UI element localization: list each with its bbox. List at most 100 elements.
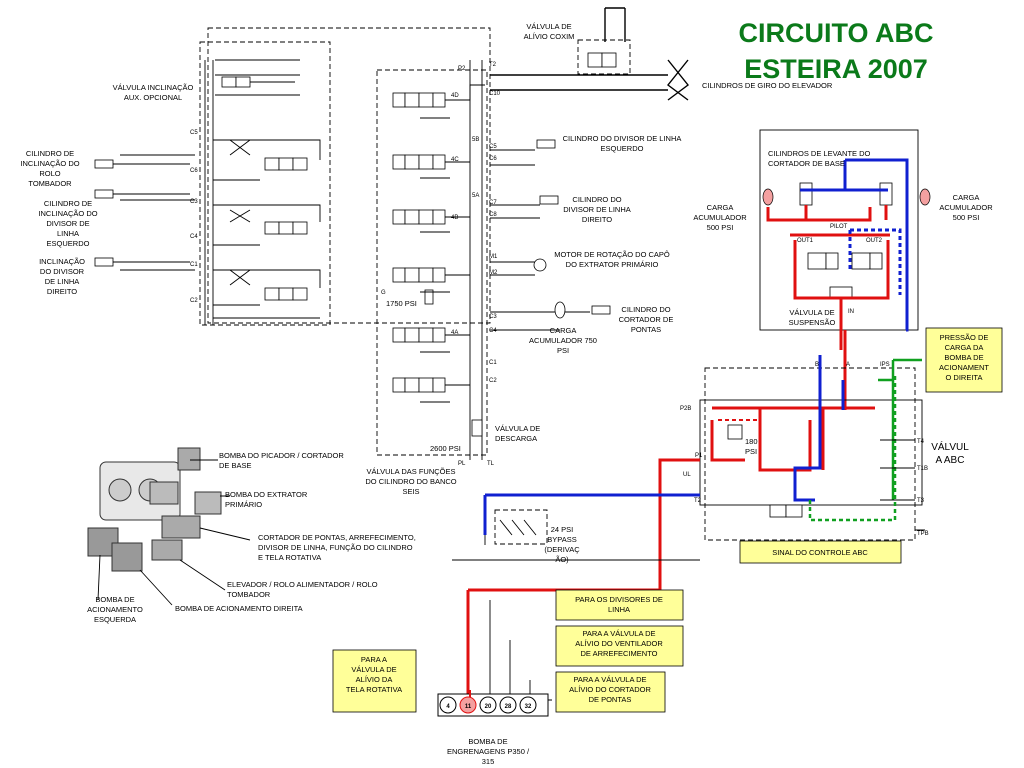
port-ips: IPS xyxy=(880,362,890,368)
port-pl: PL xyxy=(458,461,466,467)
port-c7: C7 xyxy=(489,200,497,206)
bomba-acion-dir-label: BOMBA DE ACIONAMENTO DIREITA xyxy=(175,604,303,613)
pump-port-4: 4 xyxy=(446,704,450,710)
port-c2: C2 xyxy=(489,378,497,384)
port-t4: T4 xyxy=(917,439,925,445)
port-4b: 4B xyxy=(451,215,458,221)
cortador-pontas-etc-label: CORTADOR DE PONTAS, ARREFECIMENTO,DIVISO… xyxy=(258,533,416,562)
pump-port-32: 32 xyxy=(525,704,532,710)
title-line-2: ESTEIRA 2007 xyxy=(744,54,928,84)
out1-label: OUT1 xyxy=(797,238,814,244)
port-c4: C4 xyxy=(489,328,497,334)
title-line-1: CIRCUITO ABC xyxy=(739,18,934,48)
pump-port-11: 11 xyxy=(465,704,472,710)
port-b: B xyxy=(815,362,819,368)
bypass-valve xyxy=(494,509,548,545)
svg-text:C2: C2 xyxy=(190,298,198,304)
port-4a: 4A xyxy=(451,330,458,336)
port-5b: 5B xyxy=(472,137,479,143)
port-tl: TL xyxy=(487,461,495,467)
in-label: IN xyxy=(848,309,854,315)
tilt-valve-block: C5 C6 C3 C4 C1 C2 xyxy=(190,27,491,326)
port-a: A xyxy=(846,362,850,368)
port-t1b: T1B xyxy=(917,466,928,472)
pressure-line-main xyxy=(468,458,700,592)
port-t2: T2 xyxy=(489,62,497,68)
suspension-valve xyxy=(759,129,931,410)
pilot-label: PILOT xyxy=(830,224,848,230)
svg-text:C4: C4 xyxy=(190,234,198,240)
port-ul: UL xyxy=(683,472,691,478)
svg-text:C6: C6 xyxy=(190,168,198,174)
port-c1: C1 xyxy=(489,360,497,366)
port-c6: C6 xyxy=(489,156,497,162)
psi-2600: 2600 PSI xyxy=(430,444,461,453)
port-p1: P1 xyxy=(695,453,703,459)
port-g: G xyxy=(381,290,386,296)
port-c10: C10 xyxy=(489,91,501,97)
port-4d: 4D xyxy=(451,93,459,99)
svg-text:C1: C1 xyxy=(190,262,198,268)
port-5a: 5A xyxy=(472,193,479,199)
port-m1: M1 xyxy=(489,254,498,260)
left-cylinders xyxy=(94,154,195,271)
note-sinal-abc: SINAL DO CONTROLE ABC xyxy=(739,540,902,564)
port-t2-right: T2 xyxy=(694,498,702,504)
svg-text:C3: C3 xyxy=(190,199,198,205)
port-p2: P2 xyxy=(458,66,466,72)
pump-port-20: 20 xyxy=(485,704,492,710)
pump-port-28: 28 xyxy=(505,704,512,710)
functions-valve-stack xyxy=(376,60,488,460)
psi-1750: 1750 PSI xyxy=(386,299,417,308)
port-m2: M2 xyxy=(489,270,498,276)
port-c8: C8 xyxy=(489,212,497,218)
function-cylinders xyxy=(490,139,611,331)
abc-valve xyxy=(699,355,925,541)
port-tpb: TPB xyxy=(917,531,929,537)
port-4c: 4C xyxy=(451,157,459,163)
pump-assembly xyxy=(87,447,251,606)
svg-text:SINAL DO CONTROLE ABC: SINAL DO CONTROLE ABC xyxy=(772,548,868,557)
port-t3: T3 xyxy=(917,498,925,504)
port-c3: C3 xyxy=(489,314,497,320)
svg-text:C5: C5 xyxy=(190,130,198,136)
gear-pump: 4 11 20 28 32 xyxy=(437,690,549,717)
cushion-relief-valve xyxy=(490,7,689,101)
out2-label: OUT2 xyxy=(866,238,883,244)
port-c5: C5 xyxy=(489,144,497,150)
